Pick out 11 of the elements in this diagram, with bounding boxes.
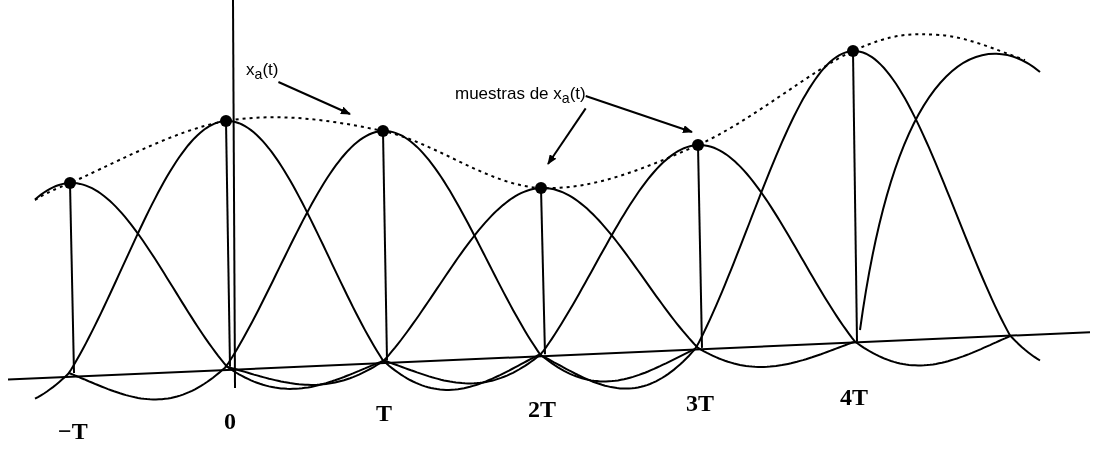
leader-arrow (547, 107, 587, 165)
axis-tick-label: 0 (224, 408, 236, 434)
axis-tick-label: 3T (686, 390, 714, 416)
leader-arrow (277, 81, 351, 115)
leader-arrow (584, 95, 693, 133)
annotation-label: muestras de x$_{a}$(t) (455, 84, 586, 109)
annotation-label: x$_{a}$(t) (246, 60, 279, 85)
axis-tick-label: T (376, 400, 392, 426)
axis-tick-label: 2T (528, 396, 556, 422)
axis-tick-label: 4T (840, 384, 868, 410)
axis-tick-label: −T (58, 418, 88, 444)
